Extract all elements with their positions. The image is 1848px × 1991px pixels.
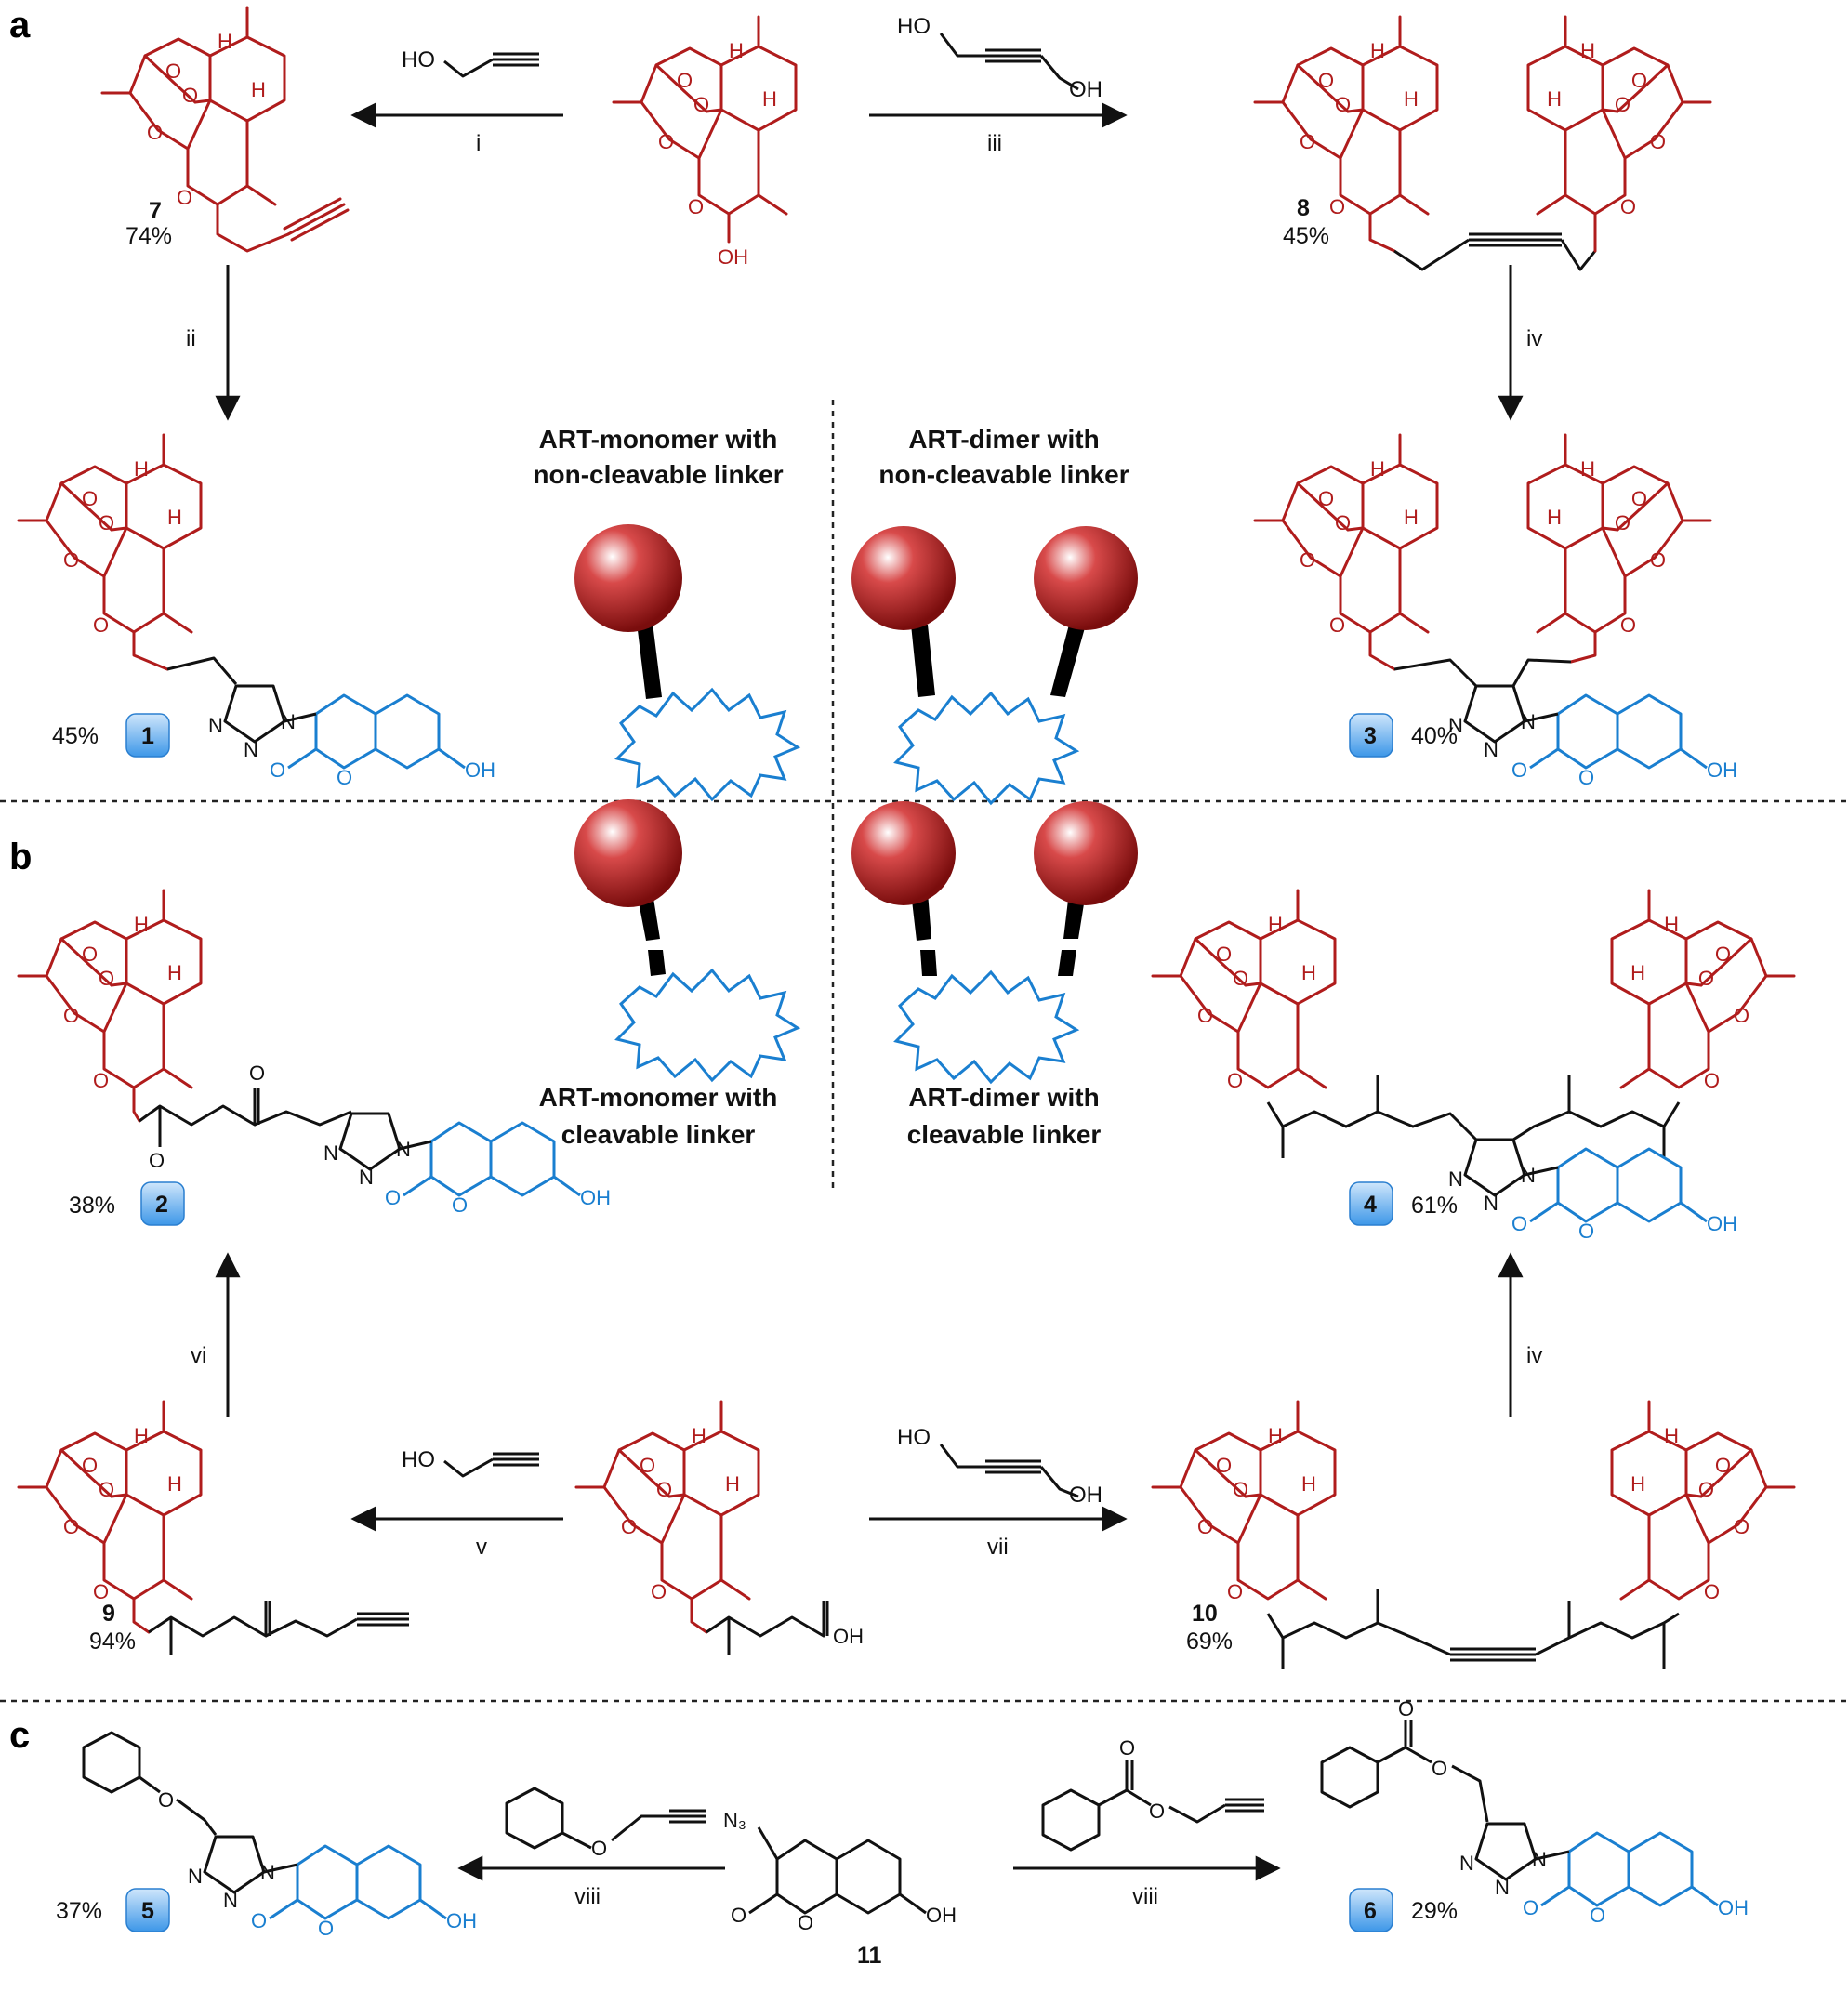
yield-6: 29% [1411, 1898, 1458, 1924]
compound-10 [1151, 1400, 1796, 1669]
svg-text:O: O [591, 1837, 607, 1860]
reagent-propargyl-benzoate: O O [1041, 1736, 1264, 1852]
compound-4 [1151, 889, 1796, 1245]
panel-label-a: a [9, 5, 31, 46]
svg-text:2: 2 [155, 1192, 168, 1218]
badge-compound-4: 4 [1349, 1181, 1393, 1226]
svg-text:OH: OH [833, 1625, 864, 1648]
caption-monomer-cleavable-2: cleavable linker [561, 1120, 756, 1149]
reagent-butynediol-a: HO OH [897, 14, 1102, 102]
svg-text:O: O [1398, 1697, 1414, 1721]
step-label-vi: vi [191, 1343, 206, 1368]
svg-text:O: O [731, 1904, 746, 1927]
panel-label-c: c [9, 1715, 30, 1756]
reagent-propargyl-alcohol-b: HO [402, 1447, 539, 1478]
svg-text:O: O [1119, 1736, 1135, 1760]
dha-start-a: OH [612, 15, 798, 269]
compound-label-11: 11 [857, 1943, 882, 1969]
reagent-phenyl-propargyl-ether: O [505, 1787, 706, 1860]
yield-5: 37% [56, 1898, 102, 1924]
svg-text:5: 5 [141, 1898, 154, 1924]
panel-label-b: b [9, 837, 32, 877]
svg-text:OH: OH [718, 245, 748, 269]
yield-1: 45% [52, 723, 99, 749]
step-label-vii: vii [987, 1535, 1009, 1560]
cartoon-dimer-noncleavable [851, 526, 1138, 805]
compound-5: O [82, 1731, 479, 1942]
badge-compound-3: 3 [1349, 713, 1393, 758]
compound-1 [17, 433, 497, 791]
compound-9 [17, 1400, 409, 1655]
yield-2: 38% [69, 1193, 115, 1219]
yield-10: 69% [1186, 1628, 1233, 1655]
step-label-v: v [476, 1535, 487, 1560]
yield-4: 61% [1411, 1193, 1458, 1219]
step-label-viii-left: viii [574, 1884, 601, 1909]
artesunate-start-b: OH [574, 1400, 864, 1655]
svg-text:N₃: N₃ [723, 1809, 746, 1832]
badge-compound-6: 6 [1349, 1888, 1393, 1932]
svg-text:O: O [158, 1788, 174, 1812]
svg-text:OH: OH [1069, 1483, 1102, 1508]
svg-text:HO: HO [402, 47, 435, 73]
svg-text:O: O [1149, 1800, 1165, 1823]
compound-8 [1253, 15, 1712, 271]
caption-monomer-cleavable-1: ART-monomer with [539, 1083, 778, 1112]
svg-text:HO: HO [897, 14, 931, 39]
svg-text:4: 4 [1364, 1192, 1377, 1218]
caption-dimer-cleavable-2: cleavable linker [907, 1120, 1102, 1149]
svg-text:OH: OH [926, 1904, 957, 1927]
svg-text:HO: HO [402, 1447, 435, 1472]
reagent-butynediol-b: HO OH [897, 1425, 1102, 1508]
yield-3: 40% [1411, 723, 1458, 749]
cartoon-dimer-cleavable [851, 801, 1138, 1084]
compound-2: O O [17, 889, 613, 1219]
svg-text:O: O [1432, 1757, 1447, 1780]
caption-dimer-cleavable-1: ART-dimer with [908, 1083, 1099, 1112]
svg-text:O: O [249, 1061, 265, 1085]
caption-monomer-noncleavable-2: non-cleavable linker [533, 460, 783, 489]
reagent-propargyl-alcohol-a: HO [402, 47, 539, 78]
svg-text:O: O [798, 1911, 813, 1934]
compound-7 [100, 6, 350, 253]
step-label-iii: iii [987, 131, 1002, 156]
caption-monomer-noncleavable-1: ART-monomer with [539, 425, 778, 454]
step-label-ii: ii [186, 326, 196, 351]
yield-9: 94% [89, 1628, 136, 1655]
svg-text:HO: HO [897, 1425, 931, 1450]
badge-compound-5: 5 [125, 1888, 170, 1932]
step-label-iv-a: iv [1526, 326, 1542, 351]
compound-label-7: 7 [149, 198, 162, 224]
compound-label-8: 8 [1297, 195, 1310, 221]
svg-text:OH: OH [1069, 77, 1102, 102]
step-label-i: i [476, 131, 481, 156]
svg-text:O: O [149, 1149, 165, 1172]
compound-11: N₃ O O OH [723, 1809, 957, 1934]
badge-compound-1: 1 [125, 713, 170, 758]
compound-label-9: 9 [102, 1601, 115, 1627]
compound-6: O O [1320, 1697, 1750, 1929]
cartoon-monomer-cleavable [574, 799, 799, 1082]
yield-8: 45% [1283, 223, 1329, 249]
step-label-iv-b: iv [1526, 1343, 1542, 1368]
cartoon-monomer-noncleavable [574, 524, 799, 801]
svg-text:6: 6 [1364, 1898, 1377, 1924]
step-label-viii-right: viii [1132, 1884, 1158, 1909]
svg-text:3: 3 [1364, 723, 1377, 749]
badge-compound-2: 2 [140, 1181, 185, 1226]
caption-dimer-noncleavable-1: ART-dimer with [908, 425, 1099, 454]
compound-label-10: 10 [1192, 1601, 1218, 1627]
caption-dimer-noncleavable-2: non-cleavable linker [878, 460, 1129, 489]
yield-7: 74% [125, 223, 172, 249]
compound-3 [1253, 433, 1739, 791]
svg-text:1: 1 [141, 723, 154, 749]
